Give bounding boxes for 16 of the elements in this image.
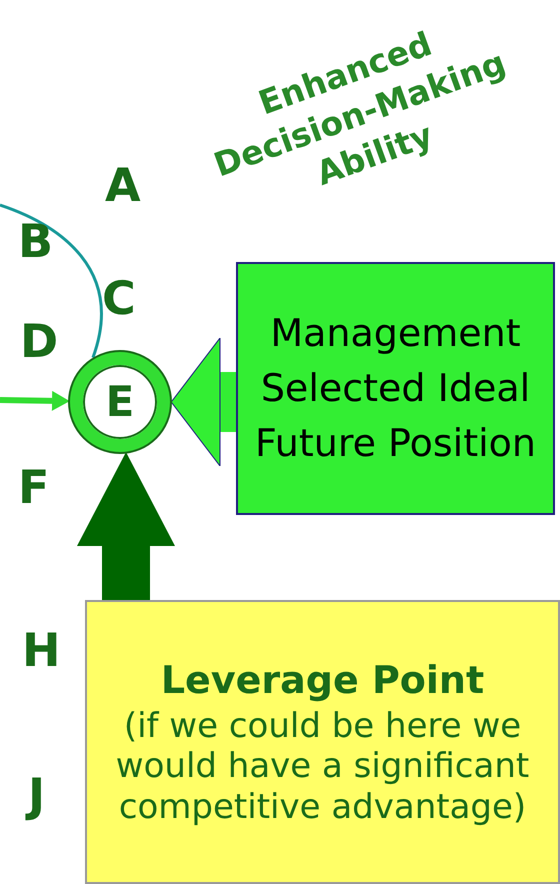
node-letter: E bbox=[106, 381, 134, 423]
callout-text: Management Selected Ideal Future Position bbox=[254, 310, 538, 468]
block-arrow bbox=[77, 452, 175, 600]
letter-label: A bbox=[105, 162, 141, 208]
letter-label: F bbox=[18, 464, 50, 510]
callout-box bbox=[236, 262, 555, 515]
note-box bbox=[85, 600, 560, 884]
arrow bbox=[0, 390, 70, 411]
letter-label: C bbox=[102, 275, 136, 321]
note-text: (if we could be here we would have a significant competitive advantage) bbox=[114, 706, 530, 828]
letter-label: B bbox=[18, 218, 54, 264]
block-arrow bbox=[170, 338, 236, 466]
curve-line bbox=[0, 204, 103, 358]
note-heading: Leverage Point bbox=[160, 657, 484, 704]
letter-label: H bbox=[22, 627, 60, 673]
letter-label: D bbox=[20, 318, 58, 364]
